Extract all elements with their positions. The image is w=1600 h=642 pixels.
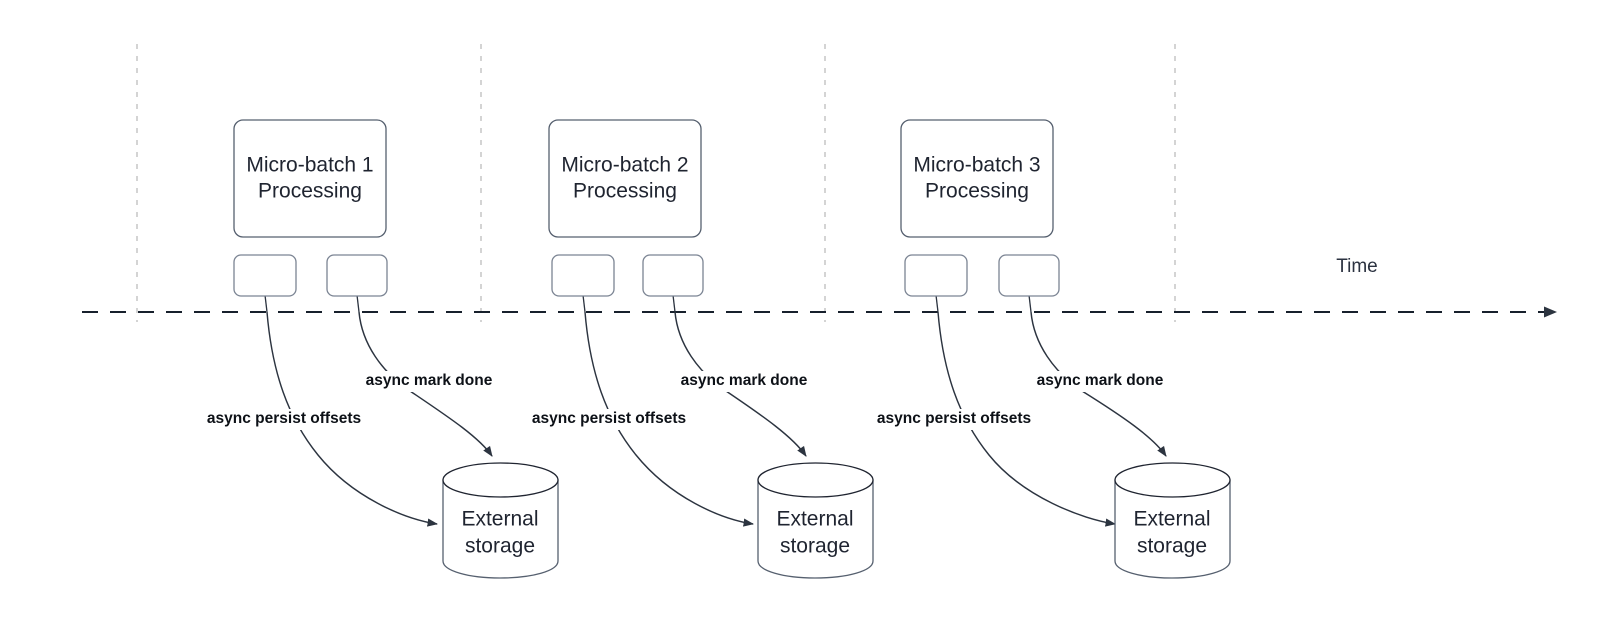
edge-label-text-mark-2: async mark done (681, 372, 808, 389)
edge-label-text-persist-1: async persist offsets (207, 410, 361, 427)
edge-label-halo-persist-2 (521, 409, 698, 430)
external-storage-line2-1: storage (465, 535, 535, 558)
external-storage-line1-1: External (461, 508, 538, 531)
edge-label-halo-mark-3 (1029, 371, 1171, 392)
micro-batch-subtitle-1: Processing (258, 180, 362, 203)
micro-batch-box-2[interactable] (548, 119, 702, 238)
edge-async-persist-offsets-2 (584, 311, 754, 527)
micro-batch-subtitle-2: Processing (573, 180, 677, 203)
external-storage-line1-2: External (776, 508, 853, 531)
edge-label-text-mark-1: async mark done (366, 372, 493, 389)
external-storage-top-1 (442, 462, 559, 498)
stem-persist-1 (264, 294, 268, 313)
edge-async-persist-offsets-1 (266, 311, 438, 527)
external-storage-line2-3: storage (1137, 535, 1207, 558)
group-1: Micro-batch 1 Processing External storag… (196, 119, 559, 579)
external-storage-line2-2: storage (780, 535, 850, 558)
time-axis: Time (82, 256, 1557, 318)
external-storage-1[interactable]: External storage (442, 462, 559, 579)
stem-mark-1 (356, 294, 360, 313)
edge-label-mark-done-1: async mark done (358, 371, 500, 392)
stem-persist-3 (935, 294, 939, 313)
stem-mark-2 (672, 294, 676, 313)
mini-box-2a[interactable] (551, 254, 615, 297)
stem-mark-3 (1028, 294, 1032, 313)
external-storage-3[interactable]: External storage (1114, 462, 1231, 579)
edge-label-text-persist-3: async persist offsets (877, 410, 1031, 427)
micro-batch-box-3[interactable] (900, 119, 1054, 238)
micro-batch-title-2: Micro-batch 2 (561, 154, 688, 177)
mini-box-1b[interactable] (326, 254, 388, 297)
mini-box-2b[interactable] (642, 254, 704, 297)
timeline-tick-marks (136, 44, 1176, 322)
external-storage-body-2 (757, 479, 874, 579)
micro-batch-box-1[interactable] (233, 119, 387, 238)
edge-label-persist-offsets-3: async persist offsets (866, 409, 1043, 430)
group-2: Micro-batch 2 Processing External storag… (521, 119, 874, 579)
edge-label-halo-persist-3 (866, 409, 1043, 430)
external-storage-top-3 (1114, 462, 1231, 498)
edge-label-text-persist-2: async persist offsets (532, 410, 686, 427)
stem-persist-2 (582, 294, 586, 313)
edge-label-halo-mark-2 (673, 371, 815, 392)
edge-label-persist-offsets-1: async persist offsets (196, 409, 373, 430)
external-storage-body-1 (442, 479, 559, 579)
edge-label-persist-offsets-2: async persist offsets (521, 409, 698, 430)
edge-label-text-mark-3: async mark done (1037, 372, 1164, 389)
group-3: Micro-batch 3 Processing External storag… (866, 119, 1231, 579)
micro-batch-subtitle-3: Processing (925, 180, 1029, 203)
edge-label-mark-done-2: async mark done (673, 371, 815, 392)
mini-box-3a[interactable] (904, 254, 968, 297)
edge-async-persist-offsets-3 (937, 311, 1116, 527)
mini-box-1a[interactable] (233, 254, 297, 297)
external-storage-2[interactable]: External storage (757, 462, 874, 579)
edge-label-halo-persist-1 (196, 409, 373, 430)
micro-batch-title-1: Micro-batch 1 (246, 154, 373, 177)
external-storage-top-2 (757, 462, 874, 498)
edge-label-halo-mark-1 (358, 371, 500, 392)
external-storage-body-3 (1114, 479, 1231, 579)
external-storage-line1-3: External (1133, 508, 1210, 531)
micro-batch-title-3: Micro-batch 3 (913, 154, 1040, 177)
edge-label-mark-done-3: async mark done (1029, 371, 1171, 392)
time-axis-label: Time (1336, 256, 1378, 277)
mini-box-3b[interactable] (998, 254, 1060, 297)
